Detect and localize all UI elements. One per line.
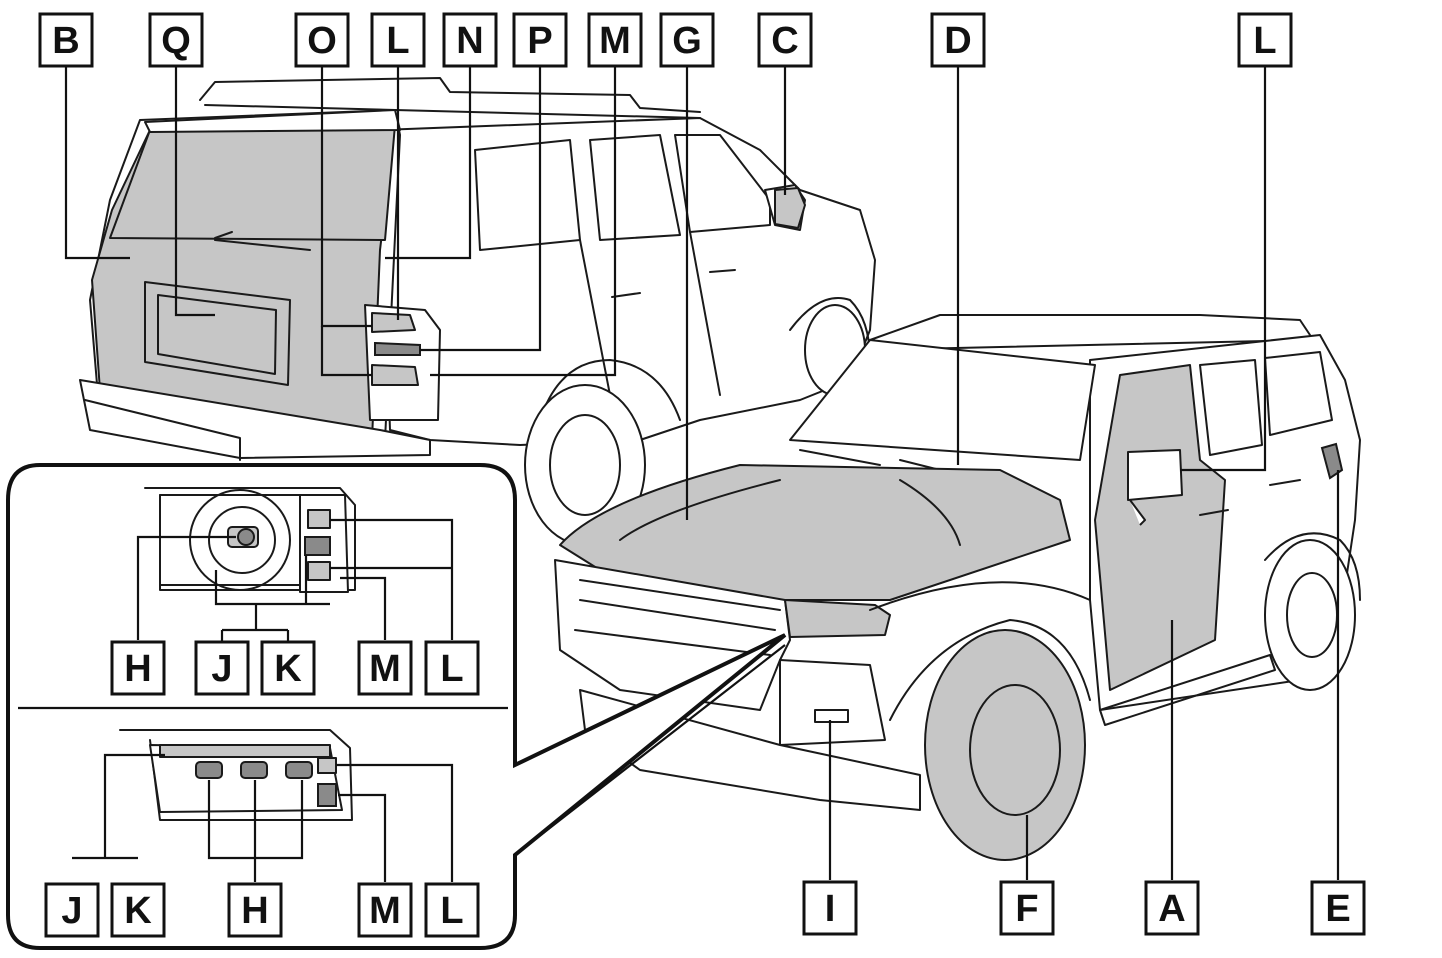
svg-text:E: E: [1325, 888, 1350, 930]
rear-vehicle-illustration: [79, 77, 876, 546]
callout-H-lower: H: [227, 882, 283, 938]
callout-C: C: [757, 12, 813, 68]
callout-A: A: [1144, 880, 1200, 936]
svg-text:K: K: [274, 648, 302, 690]
callout-D: D: [930, 12, 986, 68]
svg-text:L: L: [1253, 20, 1276, 62]
svg-text:L: L: [440, 648, 463, 690]
svg-text:L: L: [440, 890, 463, 932]
callout-J-upper: J: [194, 640, 250, 696]
callout-E: E: [1310, 880, 1366, 936]
callout-N: N: [442, 12, 498, 68]
svg-text:M: M: [369, 648, 401, 690]
svg-text:G: G: [672, 20, 702, 62]
front-door-shaded: [1094, 364, 1226, 691]
callout-L-front: L: [1237, 12, 1293, 68]
callout-M-lower: M: [357, 882, 413, 938]
callout-G: G: [659, 12, 715, 68]
svg-text:H: H: [241, 890, 268, 932]
svg-text:L: L: [386, 20, 409, 62]
callout-F: F: [999, 880, 1055, 936]
svg-text:O: O: [307, 20, 337, 62]
fuel-door-shaded: [1320, 442, 1344, 480]
svg-text:M: M: [599, 20, 631, 62]
callout-M-rear: M: [587, 12, 643, 68]
callout-L-upper: L: [424, 640, 480, 696]
svg-text:P: P: [527, 20, 552, 62]
svg-text:F: F: [1015, 888, 1038, 930]
svg-text:N: N: [456, 20, 483, 62]
front-vehicle-illustration: [514, 314, 1361, 861]
svg-text:B: B: [52, 20, 79, 62]
svg-text:Q: Q: [161, 20, 191, 62]
callout-O: O: [294, 12, 350, 68]
callout-I: I: [802, 880, 858, 936]
svg-text:I: I: [825, 888, 836, 930]
callout-K-lower: K: [110, 882, 166, 938]
svg-text:D: D: [944, 20, 971, 62]
callout-B: B: [38, 12, 94, 68]
svg-text:H: H: [124, 648, 151, 690]
callout-H-upper: H: [110, 640, 166, 696]
callout-K-upper: K: [260, 640, 316, 696]
callout-L-lower: L: [424, 882, 480, 938]
svg-text:C: C: [771, 20, 798, 62]
callout-M-upper: M: [357, 640, 413, 696]
leader-lines: [64, 65, 1340, 882]
callout-P: P: [512, 12, 568, 68]
svg-text:J: J: [61, 890, 82, 932]
callout-Q: Q: [148, 12, 204, 68]
side-mirror-shaded: [774, 187, 806, 229]
svg-text:M: M: [369, 890, 401, 932]
svg-text:J: J: [211, 648, 232, 690]
svg-text:K: K: [124, 890, 152, 932]
svg-text:A: A: [1158, 888, 1185, 930]
callout-L-rear: L: [370, 12, 426, 68]
callout-labels: B Q O L N P M G C D L H J K M L J K H M …: [38, 12, 1366, 938]
front-tire-shaded: [924, 629, 1086, 861]
callout-J-lower: J: [44, 882, 100, 938]
